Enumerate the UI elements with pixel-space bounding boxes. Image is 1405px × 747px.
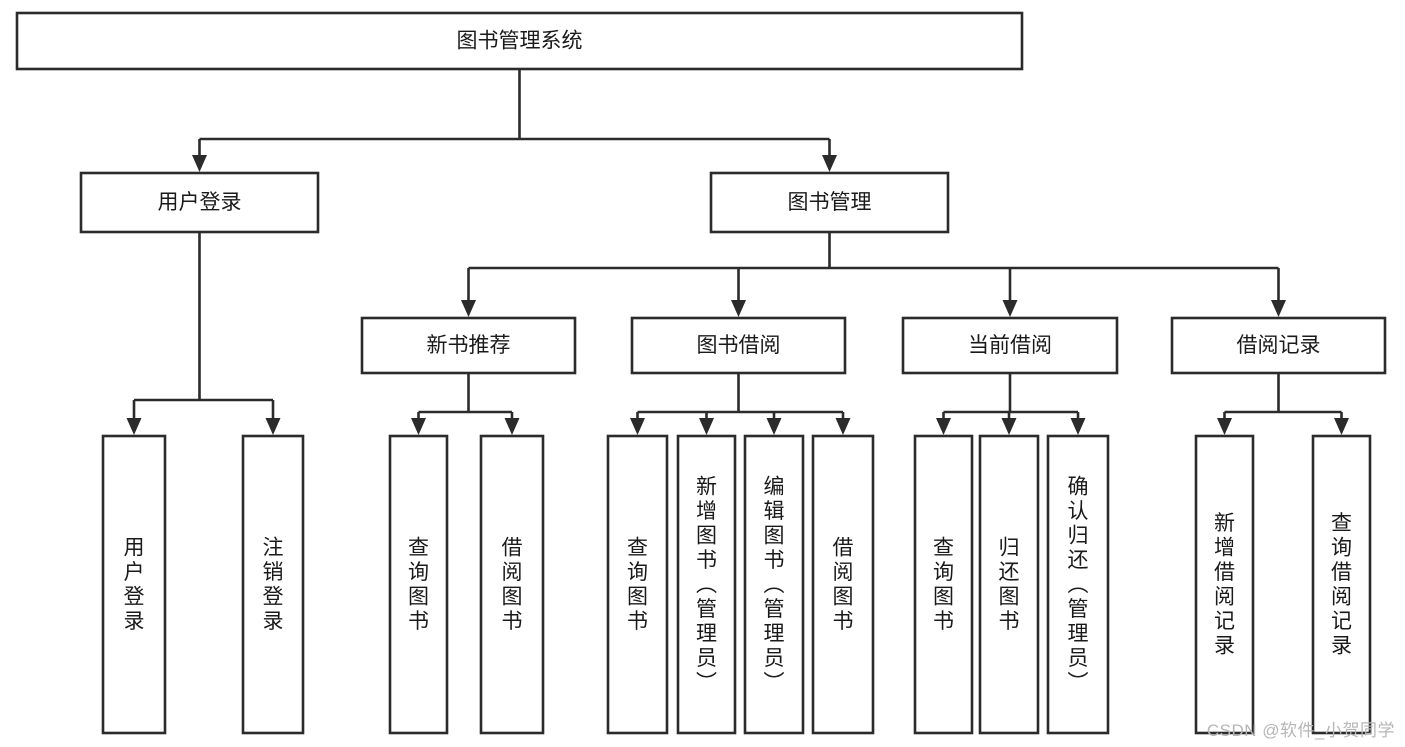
node-leaf-logout-box[interactable]: [241, 434, 305, 735]
node-leaf-query-book-3-box[interactable]: [913, 434, 974, 735]
arrow-head-icon: [1001, 418, 1017, 435]
node-leaf-confirm-return[interactable]: 确认归还︵管理员︶: [1046, 434, 1110, 735]
arrow-head-icon: [192, 155, 207, 172]
node-current-borrow[interactable]: 当前借阅: [901, 316, 1119, 375]
diagram-nodes-group: 图书管理系统用户登录图书管理新书推荐图书借阅当前借阅借阅记录用户登录注销登录查询…: [15, 11, 1387, 735]
node-leaf-logout-label: 注销登录: [263, 537, 284, 634]
node-leaf-edit-book-box[interactable]: [743, 434, 805, 735]
node-leaf-return-book-box[interactable]: [978, 434, 1040, 735]
arrow-head-icon: [699, 418, 714, 435]
node-leaf-user-login-box[interactable]: [101, 434, 167, 735]
node-book-management[interactable]: 图书管理: [709, 171, 950, 234]
arrow-head-icon: [504, 418, 520, 435]
node-leaf-query-book-2-box[interactable]: [606, 434, 669, 735]
connector-lines-group: [126, 69, 1349, 435]
arrow-head-icon: [411, 418, 426, 435]
arrow-head-icon: [461, 300, 476, 317]
arrow-head-icon: [731, 300, 746, 317]
node-borrow-record-label: 借阅记录: [1237, 334, 1321, 357]
node-leaf-add-book[interactable]: 新增图书︵管理员︶: [676, 434, 737, 735]
node-leaf-query-record[interactable]: 查询借阅记录: [1311, 434, 1372, 735]
node-leaf-add-record-box[interactable]: [1194, 434, 1255, 735]
node-new-book-recommend[interactable]: 新书推荐: [360, 316, 577, 375]
node-leaf-borrow-book-1-label: 借阅图书: [502, 537, 523, 634]
node-user-login-box[interactable]: [79, 171, 320, 234]
node-leaf-add-book-label: 新增图书︵管理员︶: [696, 475, 717, 694]
arrow-head-icon: [630, 418, 645, 435]
node-leaf-logout[interactable]: 注销登录: [241, 434, 305, 735]
arrow-head-icon: [822, 155, 837, 172]
node-root-system-label: 图书管理系统: [457, 30, 583, 53]
csdn-watermark: CSDN @软件_小贺同学: [1206, 721, 1395, 740]
node-leaf-add-record-label: 新增借阅记录: [1214, 512, 1235, 658]
node-root-system-box[interactable]: [15, 11, 1024, 71]
node-leaf-user-login[interactable]: 用户登录: [101, 434, 167, 735]
node-user-login[interactable]: 用户登录: [79, 171, 320, 234]
node-leaf-return-book-label: 归还图书: [999, 537, 1020, 634]
node-leaf-add-book-box[interactable]: [676, 434, 737, 735]
node-leaf-query-book-3[interactable]: 查询图书: [913, 434, 974, 735]
node-leaf-query-book-1-box[interactable]: [388, 434, 449, 735]
node-borrow-record[interactable]: 借阅记录: [1170, 316, 1387, 375]
arrow-head-icon: [126, 418, 142, 435]
node-book-borrow-box[interactable]: [630, 316, 847, 375]
arrow-head-icon: [766, 418, 782, 435]
node-new-book-recommend-box[interactable]: [360, 316, 577, 375]
node-book-borrow[interactable]: 图书借阅: [630, 316, 847, 375]
node-leaf-user-login-label: 用户登录: [124, 537, 145, 634]
node-leaf-borrow-book-2-label: 借阅图书: [833, 537, 854, 634]
arrow-head-icon: [265, 418, 281, 435]
node-current-borrow-box[interactable]: [901, 316, 1119, 375]
arrow-head-icon: [835, 418, 851, 435]
node-current-borrow-label: 当前借阅: [968, 334, 1052, 357]
node-book-borrow-label: 图书借阅: [697, 334, 781, 357]
node-book-management-box[interactable]: [709, 171, 950, 234]
node-leaf-borrow-book-1[interactable]: 借阅图书: [479, 434, 545, 735]
node-leaf-query-book-3-label: 查询图书: [933, 537, 954, 634]
node-leaf-query-book-1-label: 查询图书: [408, 537, 429, 634]
node-leaf-confirm-return-box[interactable]: [1046, 434, 1110, 735]
arrow-head-icon: [1002, 300, 1018, 317]
node-book-management-label: 图书管理: [788, 191, 872, 214]
node-root-system[interactable]: 图书管理系统: [15, 11, 1024, 71]
node-leaf-borrow-book-2[interactable]: 借阅图书: [811, 434, 875, 735]
node-leaf-query-book-1[interactable]: 查询图书: [388, 434, 449, 735]
node-leaf-query-record-label: 查询借阅记录: [1331, 512, 1352, 658]
node-user-login-label: 用户登录: [158, 191, 242, 214]
node-leaf-edit-book[interactable]: 编辑图书︵管理员︶: [743, 434, 805, 735]
node-leaf-add-record[interactable]: 新增借阅记录: [1194, 434, 1255, 735]
node-leaf-borrow-book-2-box[interactable]: [811, 434, 875, 735]
node-borrow-record-box[interactable]: [1170, 316, 1387, 375]
arrow-head-icon: [1070, 418, 1086, 435]
node-leaf-confirm-return-label: 确认归还︵管理员︶: [1068, 475, 1089, 694]
arrow-head-icon: [1334, 418, 1349, 435]
node-leaf-edit-book-label: 编辑图书︵管理员︶: [764, 475, 785, 694]
node-leaf-return-book[interactable]: 归还图书: [978, 434, 1040, 735]
node-new-book-recommend-label: 新书推荐: [427, 334, 511, 357]
node-leaf-query-book-2[interactable]: 查询图书: [606, 434, 669, 735]
arrow-head-icon: [936, 418, 951, 435]
arrow-head-icon: [1217, 418, 1232, 435]
node-leaf-borrow-book-1-box[interactable]: [479, 434, 545, 735]
node-leaf-query-record-box[interactable]: [1311, 434, 1372, 735]
node-leaf-query-book-2-label: 查询图书: [627, 537, 648, 634]
arrow-head-icon: [1271, 300, 1286, 317]
